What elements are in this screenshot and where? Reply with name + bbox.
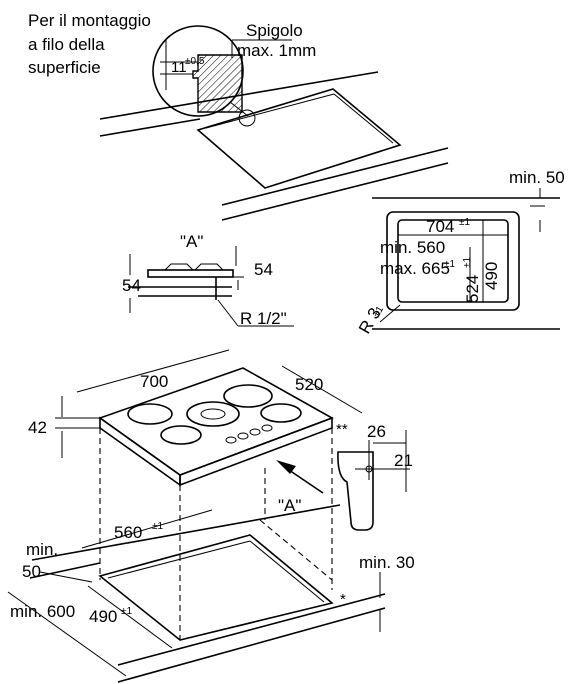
double-star-mark: **	[336, 421, 348, 438]
install-left-edge	[29, 562, 101, 579]
thread-leader	[217, 299, 239, 327]
left-min: min.	[26, 540, 58, 559]
view-a-arrow	[285, 467, 324, 494]
front-min-dim	[7, 591, 127, 677]
cut-width: 560	[114, 523, 142, 542]
section-a-title: "A"	[180, 232, 203, 251]
burner-front-left	[160, 425, 202, 445]
install-view: 560 ±1 min. 50 min. 600 490 ±1 min. 30 *	[7, 428, 415, 683]
plan-max-width: max. 665	[380, 259, 450, 278]
section-a: "A" 54 54 R 1/2"	[122, 232, 294, 328]
dim-54-right: 54	[254, 260, 273, 279]
plan-depth-outer: 524	[463, 275, 482, 303]
plan-depth-inner: 490	[482, 262, 501, 290]
hob-height: 42	[28, 418, 47, 437]
plan-radius-leader	[379, 304, 401, 323]
dim-54-left: 54	[122, 276, 141, 295]
hob-width-dim	[76, 349, 230, 393]
star-mark: *	[340, 591, 346, 608]
hob-depth-dim	[281, 365, 363, 414]
plan-depth-outer-tol: ±1	[462, 257, 473, 268]
mounting-note-line2: a filo della	[28, 35, 105, 54]
cutout-inner-edge	[205, 93, 335, 129]
left-clear-dim	[39, 571, 93, 583]
worktop-left-front	[99, 118, 201, 137]
plan-max-width-tol: ±1	[444, 259, 455, 270]
cut-depth-dim	[87, 585, 173, 649]
hob-front-right-edge	[179, 416, 333, 487]
view-a-label: "A"	[278, 496, 301, 515]
install-front-lower	[117, 607, 386, 683]
plan-width-tol: ±1	[459, 217, 470, 228]
plan-width: 704	[426, 217, 454, 236]
cut-width-tol: ±1	[152, 521, 163, 532]
bracket-height: 21	[394, 451, 413, 470]
detail-spot	[238, 109, 256, 127]
install-cutout-inner-side	[249, 540, 325, 603]
plan-outer-cut	[386, 211, 520, 311]
edge-max: max. 1mm	[237, 41, 316, 60]
edge-label: Spigolo	[246, 21, 303, 40]
proj-line-5	[259, 519, 333, 581]
hob-width: 700	[140, 372, 168, 391]
control-knobs	[225, 424, 273, 444]
mounting-note-line3: superficie	[28, 58, 101, 77]
cut-width-dim	[81, 509, 213, 549]
front-min: min. 600	[10, 602, 75, 621]
install-cutout-inner	[107, 540, 251, 579]
depth-value: 11	[171, 59, 187, 76]
hob-glass-section	[147, 269, 234, 278]
hob-isometric: 700 520 42 ** 26 21 "A"	[28, 349, 413, 531]
view-a-arrowhead	[276, 460, 296, 474]
install-back-edge	[31, 504, 341, 561]
worktop-front-lower	[221, 162, 449, 221]
burner-center-cap	[200, 408, 226, 420]
fixing-bracket	[337, 451, 374, 531]
burner-rear-right	[223, 384, 273, 408]
cutout-opening	[196, 88, 402, 189]
detail-circle	[152, 25, 244, 117]
cut-depth-tol: ±1	[121, 606, 132, 617]
cutout-inner-side	[333, 93, 394, 144]
cut-depth: 490	[89, 607, 117, 626]
flush-mount-detail: Per il montaggio a filo della superficie…	[28, 11, 449, 221]
left-value: 50	[22, 562, 41, 581]
plan-inner-cut	[397, 219, 509, 303]
depth-tolerance: ±0,5	[185, 56, 205, 67]
burner-center	[186, 401, 240, 427]
wall-clear: min. 30	[359, 553, 415, 572]
worktop-front-edge	[221, 147, 449, 206]
hatched-profile	[192, 54, 243, 113]
mounting-note-line1: Per il montaggio	[28, 11, 151, 30]
cutout-plan: min. 50 704 ±1 min. 560 max. 665 ±1 524 …	[355, 168, 565, 337]
install-front-edge	[117, 593, 386, 666]
plan-radius-tol: ±1	[371, 304, 386, 319]
burner-rear-left	[127, 403, 173, 425]
burner-section	[164, 263, 224, 271]
plan-top-clearance: min. 50	[509, 168, 565, 187]
hob-depth: 520	[295, 375, 323, 394]
plan-min-width: min. 560	[380, 238, 445, 257]
install-cutout	[98, 534, 334, 641]
burner-front-right	[260, 403, 302, 423]
thread-label: R 1/2"	[240, 309, 287, 328]
bracket-width: 26	[367, 422, 386, 441]
